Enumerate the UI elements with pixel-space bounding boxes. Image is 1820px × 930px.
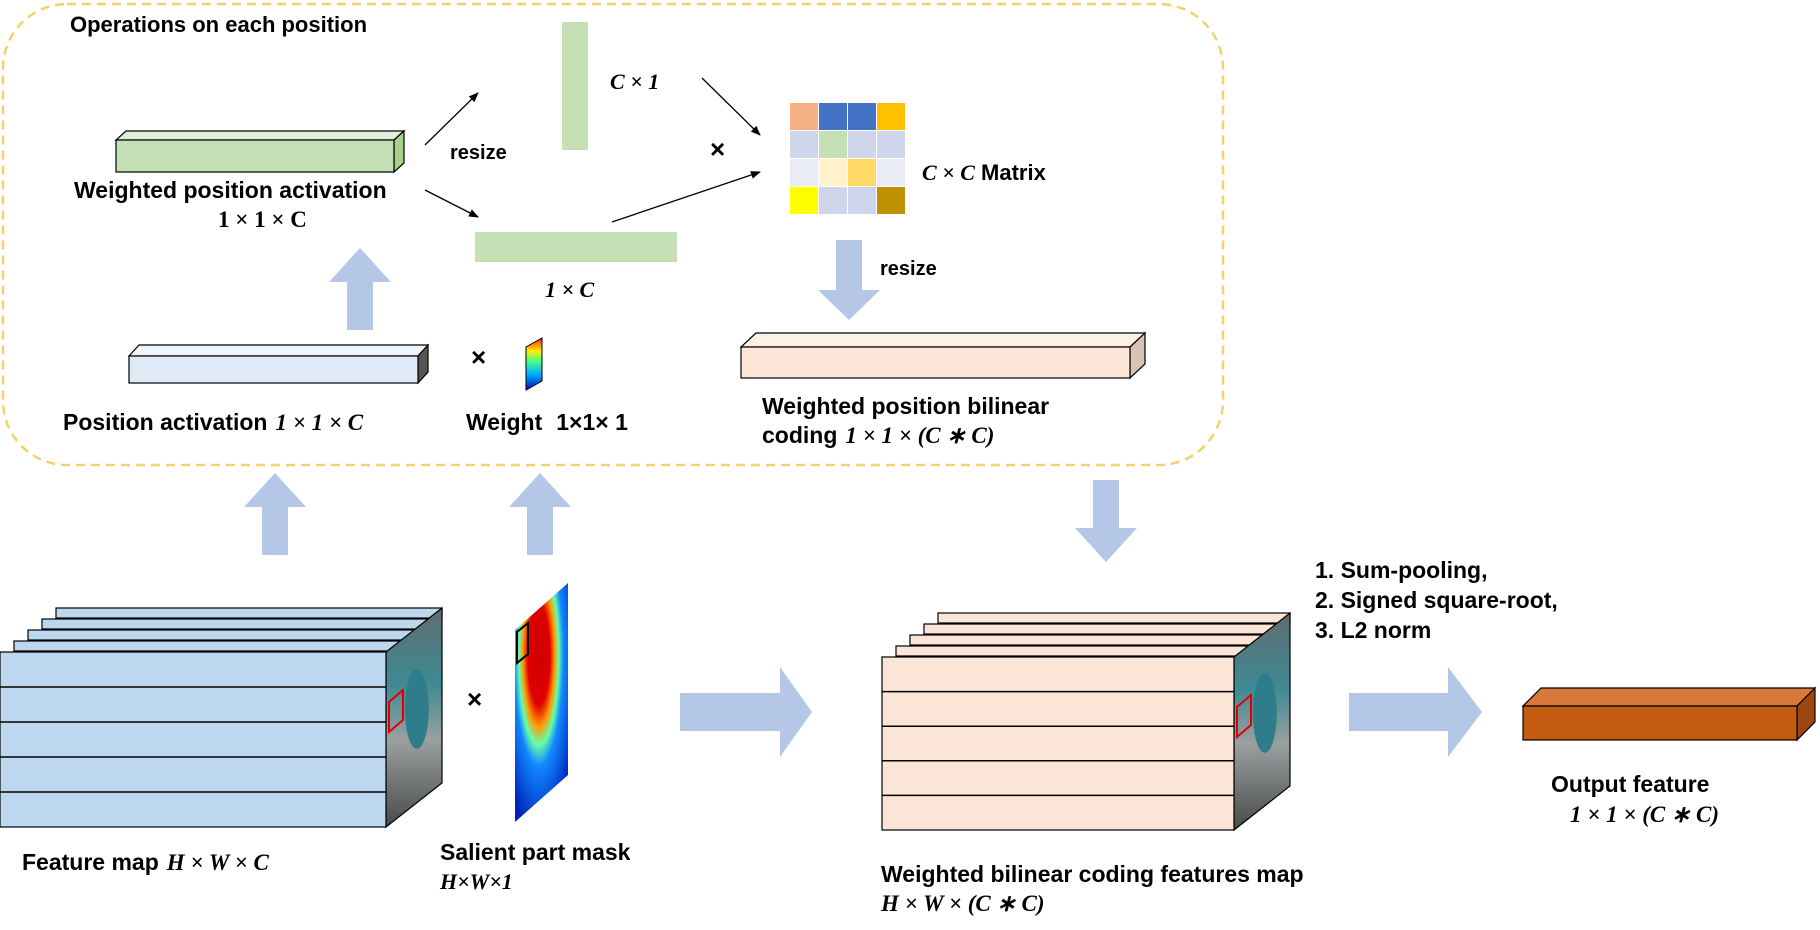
times-symbol-weight: × <box>471 342 486 372</box>
output-dim: 1 × 1 × (C ∗ C) <box>1570 802 1719 827</box>
matrix-cell <box>848 131 876 158</box>
wbcf-map-stack <box>881 611 1291 832</box>
output-feature-bar <box>1521 686 1817 742</box>
weighted-position-bilinear-bar <box>739 331 1147 380</box>
stack-layer-edge <box>13 640 401 652</box>
resize-right-label: resize <box>880 258 937 280</box>
feature-map-stack <box>0 606 443 829</box>
matrix-cell <box>790 103 818 130</box>
right-arrow-to-map <box>680 667 812 757</box>
wpbc-label-line2: coding 1 × 1 × (C ∗ C) <box>762 422 994 448</box>
stack-layer-edge <box>41 618 429 630</box>
times-symbol-matrix: × <box>710 134 725 164</box>
up-arrow-inner <box>329 248 391 330</box>
weight-patch <box>525 337 543 391</box>
stack-layer-edge <box>55 607 443 619</box>
weighted-pos-act-dim: 1 × 1 × C <box>218 207 307 232</box>
stack-layer-edge <box>909 634 1263 646</box>
feature-map-dim: H × W × C <box>166 850 270 875</box>
weighted-pos-act-label: Weighted position activation <box>74 177 387 203</box>
position-activation-bar <box>127 343 430 385</box>
one-by-c-vector <box>475 232 677 262</box>
one-by-c-label: 1 × C <box>545 277 595 302</box>
to-matrix-arrow-top <box>701 77 761 136</box>
salient-mask-dim: H×W×1 <box>439 869 513 894</box>
matrix-cell <box>848 159 876 186</box>
matrix-cell <box>790 187 818 214</box>
pos-act-text: Position activation <box>63 409 267 435</box>
to-matrix-arrow-bottom <box>611 171 761 223</box>
step-signed-sqrt: 2. Signed square-root, <box>1315 587 1558 613</box>
matrix-cell <box>877 187 905 214</box>
stack-front <box>0 651 387 828</box>
pos-act-label: Position activation 1 × 1 × C <box>63 409 364 435</box>
matrix-cell <box>819 187 847 214</box>
weight-dim: 1×1× 1 <box>556 409 628 435</box>
times-symbol-mask: × <box>467 684 482 714</box>
matrix-cell <box>790 159 818 186</box>
resize-left-label: resize <box>450 142 507 164</box>
c-by-1-label: C × 1 <box>610 69 659 94</box>
matrix-cell <box>877 159 905 186</box>
step-l2-norm: 3. L2 norm <box>1315 617 1431 643</box>
highlight-box <box>1236 692 1252 740</box>
stack-front <box>881 656 1235 831</box>
wpbc-label-line1: Weighted position bilinear <box>762 393 1049 419</box>
stack-layer-edge <box>27 629 415 641</box>
wbcf-map-label: Weighted bilinear coding features map <box>881 861 1304 887</box>
stack-layer-edge <box>937 612 1291 624</box>
matrix-cell <box>877 103 905 130</box>
c-by-c-matrix <box>790 103 905 214</box>
matrix-cell <box>819 103 847 130</box>
weight-label: Weight 1×1× 1 <box>466 409 628 435</box>
person-silhouette <box>1252 672 1277 753</box>
wpbc-label-line2-text: coding <box>762 422 837 448</box>
resize-arrow-up <box>424 92 479 146</box>
up-arrow-feature <box>244 473 306 555</box>
salient-mask <box>515 583 568 822</box>
matrix-label: C × C Matrix <box>922 160 1047 185</box>
matrix-cell <box>848 187 876 214</box>
matrix-cell <box>848 103 876 130</box>
person-silhouette <box>404 668 429 749</box>
matrix-cell <box>819 159 847 186</box>
operations-frame <box>1 2 1225 467</box>
highlight-box <box>388 687 404 735</box>
matrix-cell <box>819 131 847 158</box>
stack-layer-edge <box>923 623 1277 635</box>
output-label: Output feature <box>1551 771 1709 797</box>
matrix-label-text: Matrix <box>975 160 1047 185</box>
up-arrow-mask <box>509 473 571 555</box>
feature-map-text: Feature map <box>22 849 159 875</box>
right-arrow-to-output <box>1349 667 1482 757</box>
down-arrow-to-map <box>1075 480 1137 562</box>
resize-down-arrow <box>818 240 880 320</box>
ops-title: Operations on each position <box>70 12 367 37</box>
wbcf-map-dim: H × W × (C ∗ C) <box>880 891 1045 916</box>
matrix-cell <box>877 131 905 158</box>
matrix-cell <box>790 131 818 158</box>
pos-act-dim: 1 × 1 × C <box>275 410 363 435</box>
matrix-label-math: C × C <box>922 160 975 185</box>
wpbc-label-line2-dim: 1 × 1 × (C ∗ C) <box>845 423 994 448</box>
feature-map-label: Feature map H × W × C <box>22 849 269 875</box>
weighted-position-activation-bar <box>114 129 406 174</box>
stack-layer-edge <box>895 645 1249 657</box>
step-sum-pooling: 1. Sum-pooling, <box>1315 557 1488 583</box>
salient-mask-label: Salient part mask <box>440 839 631 865</box>
c-by-1-vector <box>562 22 588 150</box>
resize-arrow-down <box>424 189 479 218</box>
weight-text: Weight <box>466 409 543 435</box>
